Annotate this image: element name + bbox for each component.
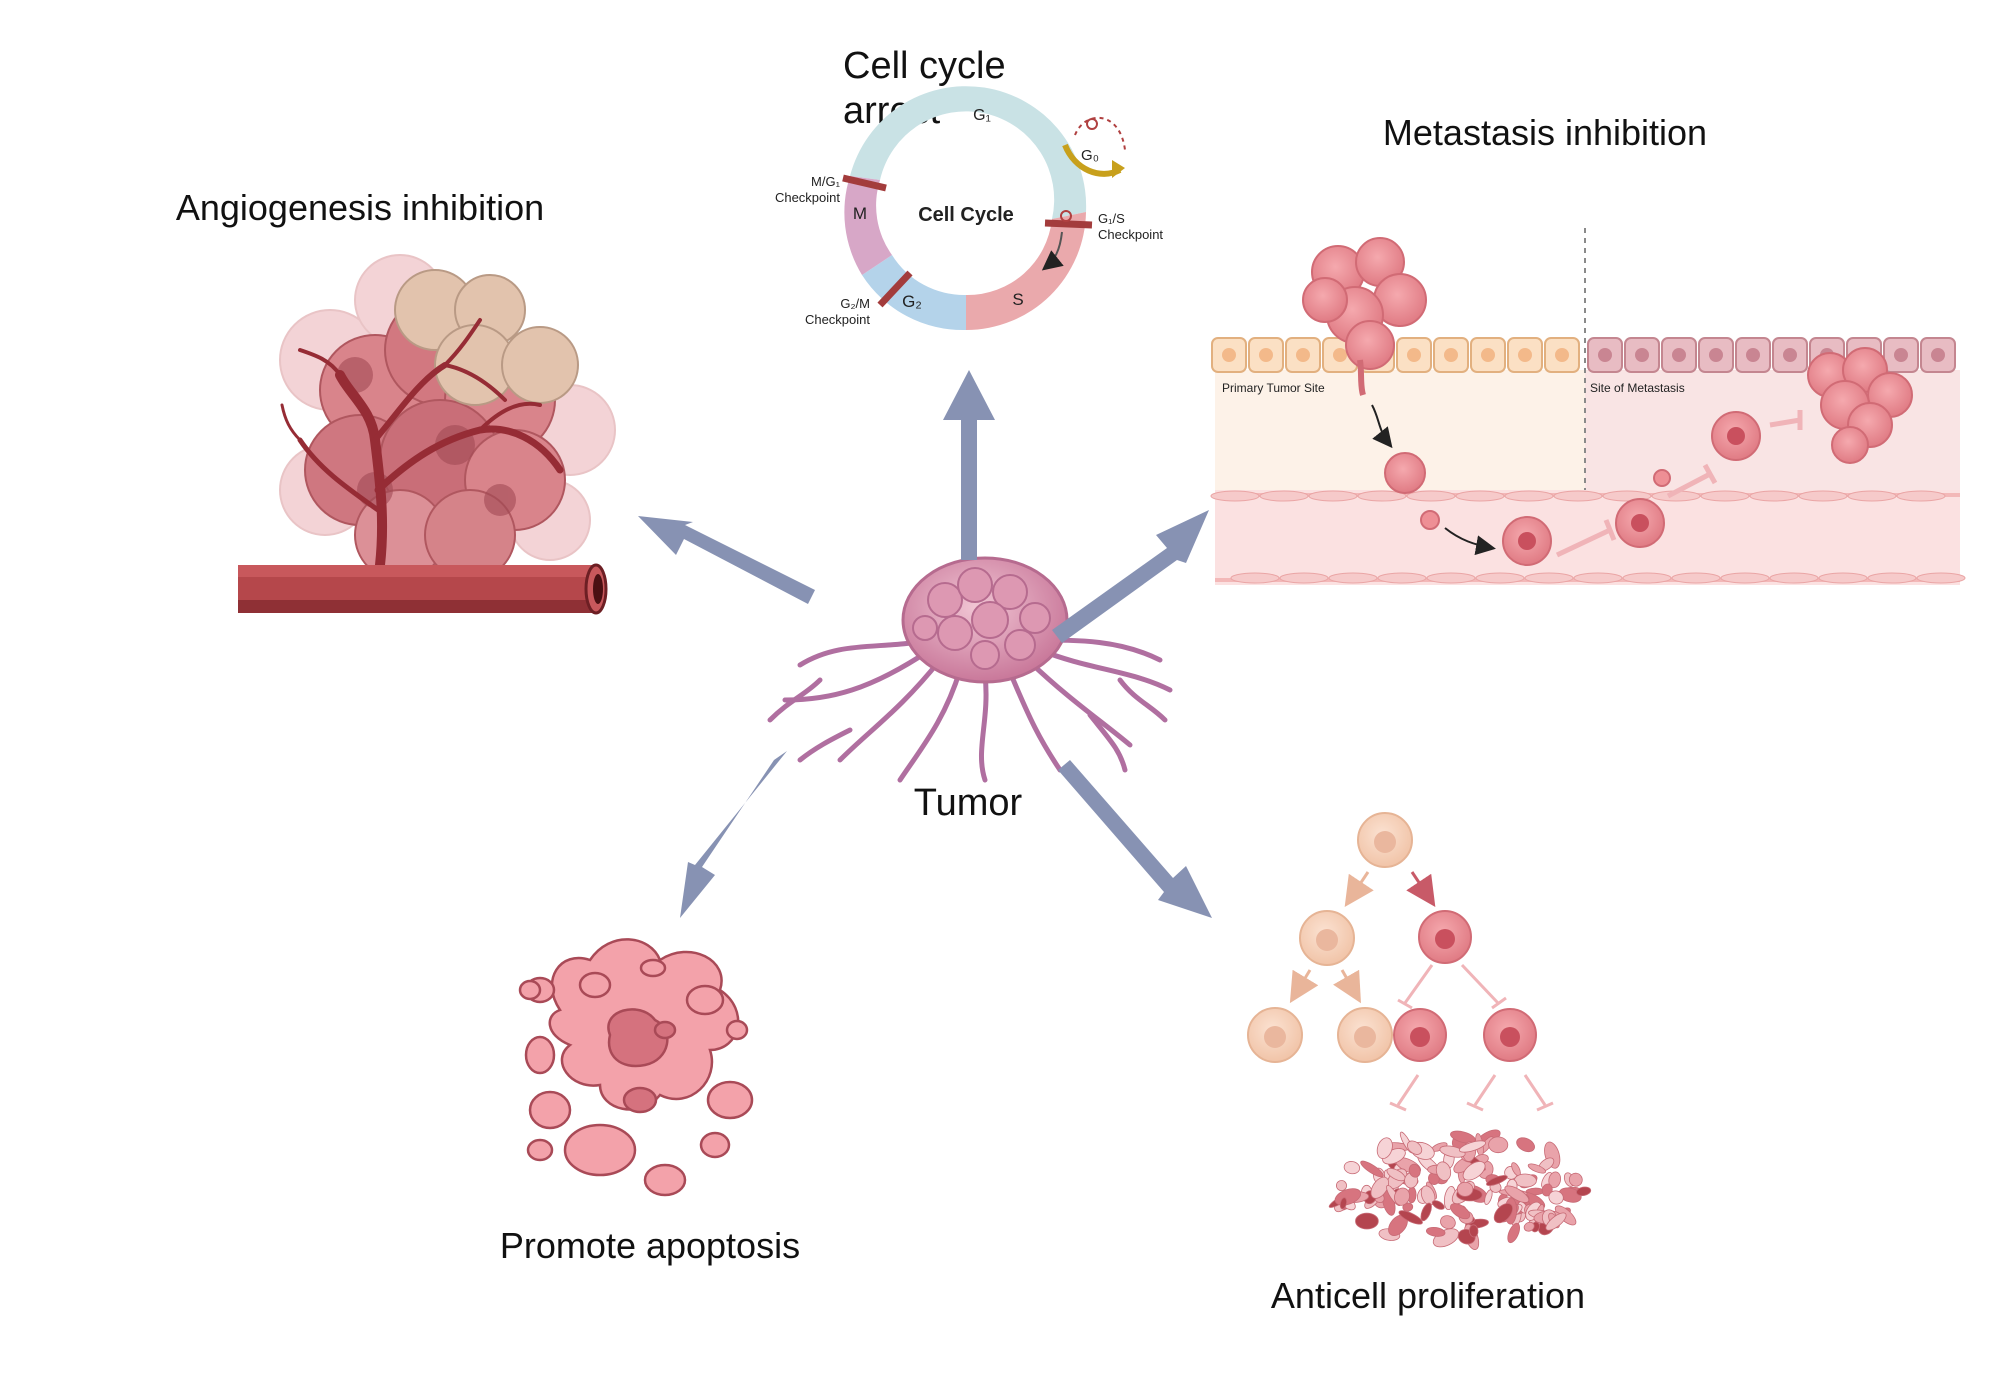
checkpoint-g1-s-line1: G₁/S xyxy=(1098,211,1125,226)
arrow-to-angiogenesis xyxy=(638,516,815,604)
phase-s-label: S xyxy=(1012,290,1023,309)
cell-cycle-ring-icon xyxy=(842,86,1126,331)
arrow-to-proliferation xyxy=(1058,760,1212,918)
phase-g1-label: G₁ xyxy=(973,107,991,124)
phase-m-label: M xyxy=(853,204,867,223)
phase-g2-label: G₂ xyxy=(902,292,922,311)
checkpoint-m-g1-line2: Checkpoint xyxy=(775,190,840,205)
apoptotic-cell-icon xyxy=(518,938,754,1197)
tumor-blood-vessel-icon xyxy=(238,254,616,615)
cell-cycle-title-line1: Cell cycle xyxy=(843,45,1006,87)
metastasis-tissue-icon xyxy=(1210,228,1966,585)
cell-cycle-center-label: Cell Cycle xyxy=(918,204,1014,226)
apoptosis-title: Promote apoptosis xyxy=(500,1225,800,1266)
arrow-to-apoptosis xyxy=(680,751,787,918)
tumor-label: Tumor xyxy=(914,782,1023,824)
metastasis-title: Metastasis inhibition xyxy=(1383,112,1707,153)
angiogenesis-title: Angiogenesis inhibition xyxy=(176,187,544,228)
tumor-icon xyxy=(767,556,1173,783)
arrow-to-cell-cycle xyxy=(943,370,995,560)
proliferation-title: Anticell proliferation xyxy=(1271,1275,1585,1316)
checkpoint-g2-m-line1: G₂/M xyxy=(840,296,870,311)
checkpoint-m-g1-line1: M/G₁ xyxy=(811,174,841,189)
arrows xyxy=(638,370,1212,918)
checkpoint-g1-s-line2: Checkpoint xyxy=(1098,227,1163,242)
metastasis-site-label: Site of Metastasis xyxy=(1590,381,1685,395)
primary-tumor-site-label: Primary Tumor Site xyxy=(1222,381,1325,395)
phase-g0-label: G₀ xyxy=(1081,147,1099,164)
checkpoint-g2-m-line2: Checkpoint xyxy=(805,312,870,327)
cell-division-tree-icon xyxy=(1247,812,1592,1251)
arrow-to-metastasis xyxy=(1052,510,1209,643)
